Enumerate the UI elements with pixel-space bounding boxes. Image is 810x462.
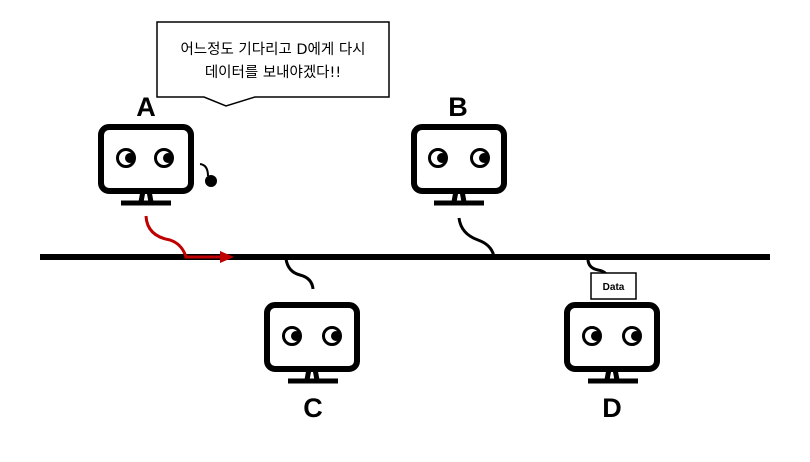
transmission-arrow-icon [220, 251, 234, 263]
computer-d: Data D [564, 258, 660, 423]
data-packet-label: Data [603, 282, 625, 293]
computer-a-label: A [136, 92, 156, 122]
speech-bubble: 어느정도 기다리고 D에게 다시 데이터를 보내야겠다!! [156, 21, 390, 107]
computer-b-stand [451, 190, 467, 203]
computer-b-left-pupil [437, 153, 447, 163]
computer-d-left-pupil [591, 331, 601, 341]
computer-a-screen [98, 124, 194, 194]
computer-b: B [411, 92, 507, 258]
computer-d-right-pupil [631, 331, 641, 341]
computer-c-right-pupil [331, 331, 341, 341]
computer-d-stand [604, 368, 620, 381]
computer-a-right-pupil [163, 153, 173, 163]
sweat-drop-icon [205, 175, 217, 187]
computer-a: A [98, 92, 234, 263]
sweat-drop-tail [199, 163, 209, 177]
data-packet [590, 272, 637, 300]
computer-b-right-pupil [479, 153, 489, 163]
computer-a-left-pupil [125, 153, 135, 163]
computer-b-label: B [448, 92, 468, 122]
computer-c-stand [304, 368, 320, 381]
computer-c-cable [284, 258, 315, 290]
computer-c: C [264, 258, 360, 423]
bubble-line-2: 데이터를 보내야겠다!! [205, 64, 341, 81]
computer-d-cable [586, 258, 608, 275]
computer-a-transmission-cable [144, 215, 222, 259]
computer-b-cable [457, 217, 496, 258]
computer-b-screen [411, 124, 507, 194]
computer-a-stand [138, 190, 154, 203]
computer-d-screen [564, 302, 660, 372]
computer-c-screen [264, 302, 360, 372]
computer-c-label: C [303, 393, 323, 423]
computer-c-left-pupil [291, 331, 301, 341]
bubble-line-1: 어느정도 기다리고 D에게 다시 [180, 41, 365, 58]
computer-d-label: D [602, 393, 622, 423]
